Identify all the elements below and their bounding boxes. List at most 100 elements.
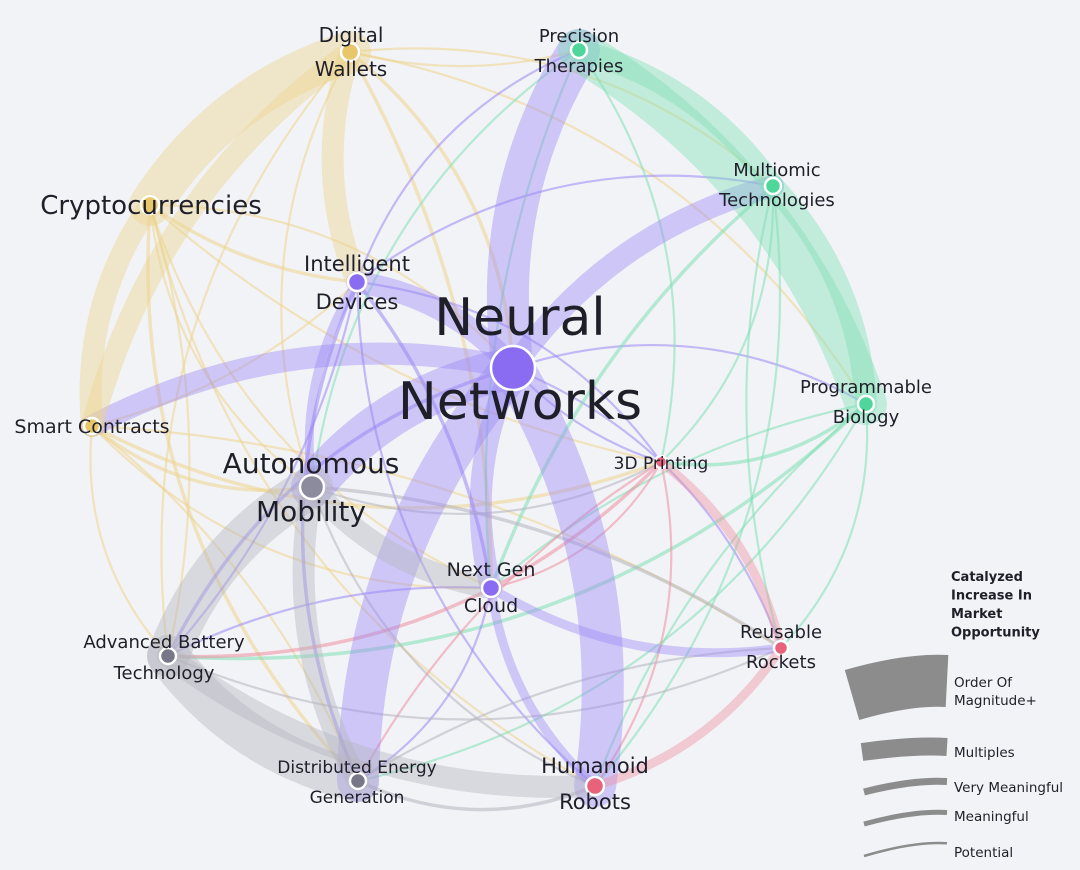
legend-title: Catalyzed: [951, 570, 1023, 585]
node-humanoid[interactable]: [584, 775, 606, 797]
edge-autonomous-energy: [292, 476, 369, 792]
legend-label-1-line-2: Magnitude+: [954, 693, 1037, 709]
edge-crypto-printing: [148, 203, 663, 464]
node-label-energy: Distributed Energy: [277, 758, 436, 778]
edge-multiomic-humanoid: [593, 184, 782, 788]
node-label-humanoid: Humanoid: [541, 754, 649, 778]
node-smart[interactable]: [82, 416, 102, 436]
edge-wallets-smart: [81, 41, 361, 437]
node-label-precision: Precision: [539, 26, 619, 47]
node-label-rockets: Reusable: [740, 622, 822, 643]
node-multiomic[interactable]: [763, 176, 783, 196]
node-label-autonomous: Autonomous: [223, 447, 400, 480]
legend-label-3: Very Meaningful: [954, 780, 1063, 796]
edge-crypto-cloud: [148, 203, 493, 590]
edge-devices-precision: [355, 48, 581, 284]
node-label-energy-line-2: Generation: [310, 788, 405, 808]
edge-smart-energy: [90, 424, 360, 783]
node-label-battery-line-2: Technology: [113, 663, 215, 684]
legend-title-line-3: Market: [951, 607, 1002, 622]
edge-cloud-battery: [166, 586, 493, 658]
edge-precision-cloud: [484, 48, 581, 590]
node-label-precision-line-2: Therapies: [534, 56, 624, 77]
minor-edges: [89, 47, 869, 812]
edge-devices-humanoid: [355, 280, 597, 788]
edge-wallets-programmable: [348, 50, 868, 406]
edge-autonomous-cloud: [301, 476, 502, 599]
node-label-printing: 3D Printing: [614, 454, 709, 474]
edge-wallets-autonomous: [280, 50, 352, 489]
legend-title-line-4: Opportunity: [951, 626, 1040, 641]
edge-wallets-neural: [348, 50, 515, 370]
edge-autonomous-battery: [147, 466, 333, 677]
node-label-multiomic: Multiomic: [733, 160, 820, 181]
edge-neural-precision: [486, 29, 600, 389]
edge-precision-programmable: [558, 29, 887, 425]
node-neural[interactable]: [489, 344, 537, 392]
edge-energy-rockets: [356, 646, 783, 783]
edge-neural-battery: [166, 366, 515, 658]
edge-programmable-printing: [659, 402, 868, 467]
node-crypto[interactable]: [139, 194, 161, 216]
node-label-wallets: Digital: [319, 23, 384, 47]
node-energy[interactable]: [348, 771, 368, 791]
legend-swatch-5: [863, 841, 948, 858]
edge-wallets-devices: [321, 41, 368, 293]
edge-neural-humanoid: [492, 347, 624, 807]
legend-swatch-3: [863, 777, 948, 796]
edge-devices-cloud: [355, 280, 493, 590]
edge-wallets-battery: [160, 50, 352, 658]
node-autonomous[interactable]: [298, 473, 326, 501]
edge-smart-autonomous: [90, 424, 314, 493]
node-rockets[interactable]: [772, 639, 790, 657]
edge-neural-rockets: [511, 366, 783, 650]
edge-devices-autonomous: [304, 277, 362, 492]
node-cloud[interactable]: [480, 577, 502, 599]
node-devices[interactable]: [346, 271, 368, 293]
edge-crypto-devices: [148, 203, 359, 284]
edge-programmable-battery: [166, 402, 868, 661]
edge-printing-rockets: [656, 457, 786, 653]
edge-battery-energy: [147, 635, 379, 802]
node-precision[interactable]: [569, 40, 589, 60]
edge-devices-printing: [355, 280, 663, 464]
edge-smart-devices: [90, 280, 359, 428]
node-label-multiomic-line-2: Technologies: [718, 190, 835, 211]
edge-programmable-rockets: [779, 402, 869, 650]
node-label-crypto: Cryptocurrencies: [40, 191, 262, 221]
node-label-battery: Advanced Battery: [83, 632, 245, 653]
edge-neural-autonomous: [291, 347, 534, 508]
legend-swatch-4: [863, 809, 948, 827]
legend-label-4: Meaningful: [954, 809, 1029, 825]
edge-battery-humanoid: [157, 645, 606, 798]
edge-devices-battery: [166, 280, 359, 658]
edge-programmable-humanoid: [593, 402, 868, 788]
edge-smart-printing: [90, 424, 663, 510]
node-label-devices-line-2: Devices: [316, 290, 399, 314]
edge-printing-humanoid: [593, 460, 673, 788]
legend-swatch-2: [860, 737, 948, 761]
edge-energy-humanoid: [356, 779, 597, 812]
node-label-rockets-line-2: Rockets: [746, 652, 816, 673]
node-programmable[interactable]: [856, 394, 876, 414]
legend-title-line-2: Increase In: [951, 589, 1032, 604]
node-wallets[interactable]: [339, 41, 361, 63]
edge-wallets-multiomic: [348, 47, 775, 188]
legend-swatch-1: [844, 654, 949, 721]
edge-neural-multiomic: [502, 175, 784, 379]
edge-multiomic-printing: [659, 184, 775, 464]
node-battery[interactable]: [158, 646, 178, 666]
edge-cloud-rockets: [486, 583, 786, 658]
edge-crypto-autonomous: [148, 203, 314, 489]
edge-precision-multiomic: [568, 39, 784, 197]
legend-label-1: Order Of: [954, 675, 1013, 691]
node-label-programmable-line-2: Biology: [833, 407, 900, 428]
edge-humanoid-rockets: [590, 643, 786, 791]
node-labels: NeuralNetworksAutonomousMobilityCryptocu…: [14, 23, 932, 814]
edge-smart-cloud: [90, 424, 493, 590]
node-printing[interactable]: [653, 454, 669, 470]
edge-neural-energy: [337, 347, 534, 802]
node-label-cloud: Next Gen: [447, 559, 536, 581]
